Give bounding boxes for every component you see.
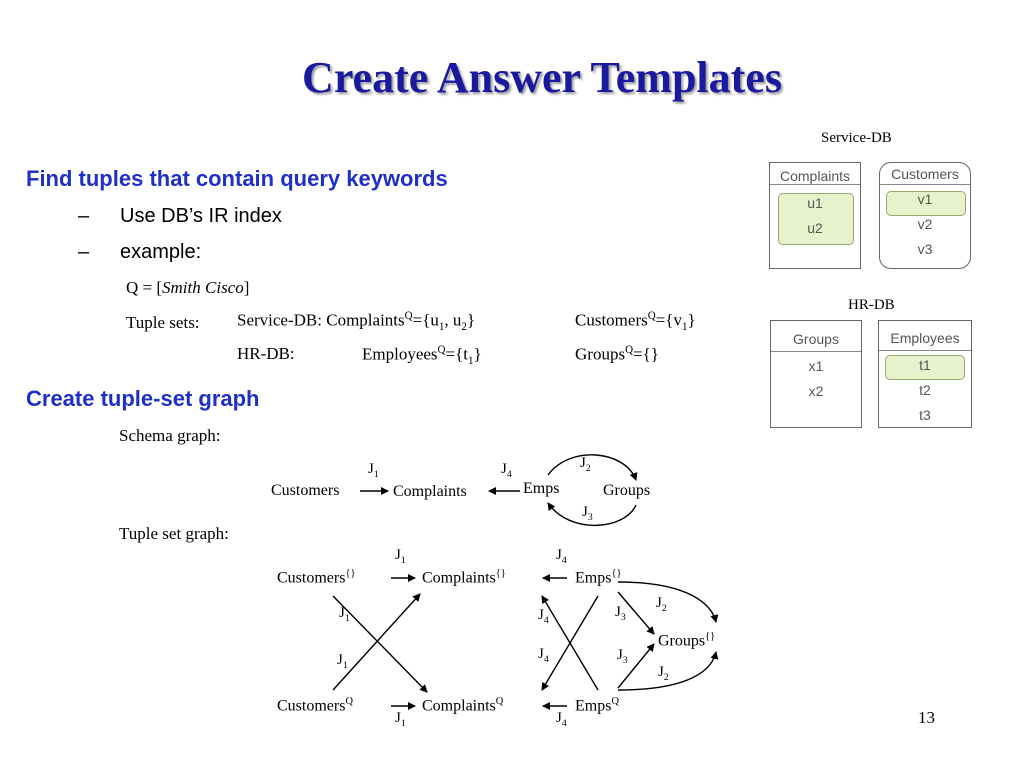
customers-match-highlight bbox=[886, 191, 966, 216]
bullet-dash-2: – bbox=[78, 241, 90, 263]
schema-graph-label: Schema graph: bbox=[119, 426, 221, 445]
ts-node-customers-q: CustomersQ bbox=[277, 696, 353, 715]
heading-find-tuples: Find tuples that contain query keywords bbox=[26, 166, 448, 191]
groups-row-x1: x1 bbox=[808, 358, 824, 374]
complaints-match-highlight bbox=[778, 193, 854, 245]
schema-label-j2: J2 bbox=[580, 455, 591, 474]
ts-edge-groups-j3-top bbox=[617, 591, 655, 635]
customers-table: Customers v1 v2 v3 bbox=[879, 162, 971, 269]
tuple-set-customers: CustomersQ={v1} bbox=[575, 310, 696, 334]
ts-edge-cross-1 bbox=[332, 595, 428, 693]
bullet-dash-1: – bbox=[78, 205, 90, 227]
employees-row-t1: t1 bbox=[919, 357, 931, 373]
tuple-set-graph-label: Tuple set graph: bbox=[119, 524, 229, 543]
customers-row-v1: v1 bbox=[917, 191, 933, 207]
schema-node-emps: Emps bbox=[523, 480, 560, 497]
bullet-example: example: bbox=[120, 241, 202, 263]
hr-db-label: HR-DB bbox=[848, 297, 895, 313]
ts-node-customers-empty: Customers{} bbox=[277, 568, 356, 587]
ts-node-complaints-empty: Complaints{} bbox=[422, 568, 506, 587]
customers-table-header: Customers bbox=[880, 163, 970, 185]
ts-label-j2-upper: J2 bbox=[656, 595, 667, 614]
ts-label-j4-top: J4 bbox=[556, 547, 567, 566]
customers-row-v3: v3 bbox=[917, 241, 933, 257]
heading-tuple-set-graph: Create tuple-set graph bbox=[26, 386, 260, 411]
tuple-set-groups: GroupsQ={} bbox=[575, 344, 659, 364]
schema-node-complaints: Complaints bbox=[393, 483, 467, 500]
ts-edge-cross-4 bbox=[541, 595, 599, 691]
schema-node-groups: Groups bbox=[603, 482, 651, 499]
ts-edge-groups-j3-bottom bbox=[617, 643, 655, 689]
tuple-set-service-db: Service-DB: ComplaintsQ={u1, u2} bbox=[237, 310, 476, 334]
complaints-table: Complaints u1 u2 bbox=[769, 162, 861, 269]
ts-node-emps-q: EmpsQ bbox=[575, 696, 619, 715]
tuple-sets-label: Tuple sets: bbox=[126, 313, 200, 332]
ts-label-j4-lower: J4 bbox=[538, 646, 549, 665]
employees-row-t2: t2 bbox=[919, 382, 931, 398]
schema-edge-j2 bbox=[547, 454, 638, 481]
ts-label-j3-lower: J3 bbox=[617, 647, 628, 666]
page-number: 13 bbox=[918, 708, 935, 727]
ts-node-groups-empty: Groups{} bbox=[658, 631, 716, 650]
ts-edge-cross-2 bbox=[332, 593, 421, 691]
ts-label-j4-upper: J4 bbox=[538, 607, 549, 626]
groups-table: Groups x1 x2 bbox=[770, 320, 862, 428]
complaints-table-header: Complaints bbox=[770, 163, 860, 185]
schema-edge-j3 bbox=[547, 502, 637, 527]
slide-title: Create Answer Templates bbox=[302, 53, 782, 102]
schema-node-customers: Customers bbox=[271, 482, 340, 499]
ts-label-j1-upper: J1 bbox=[339, 605, 350, 624]
schema-label-j1: J1 bbox=[368, 461, 379, 480]
ts-label-j1-top: J1 bbox=[395, 547, 406, 566]
employees-table: Employees t1 t2 t3 bbox=[878, 320, 972, 428]
tuple-set-hr-db-label: HR-DB: bbox=[237, 344, 295, 363]
ts-label-j1-lower: J1 bbox=[337, 652, 348, 671]
schema-label-j4: J4 bbox=[501, 461, 512, 480]
complaints-row-u2: u2 bbox=[807, 220, 823, 236]
complaints-row-u1: u1 bbox=[807, 195, 823, 211]
ts-label-j3-upper: J3 bbox=[615, 604, 626, 623]
tuple-set-employees: EmployeesQ={t1} bbox=[362, 344, 482, 368]
ts-label-j1-bottom: J1 bbox=[395, 710, 406, 729]
ts-label-j2-lower: J2 bbox=[658, 664, 669, 683]
service-db-label: Service-DB bbox=[821, 130, 892, 146]
employees-match-highlight bbox=[885, 355, 965, 380]
ts-edge-groups-j2-top bbox=[617, 581, 719, 623]
schema-label-j3: J3 bbox=[582, 504, 593, 523]
customers-row-v2: v2 bbox=[917, 216, 933, 232]
ts-node-emps-empty: Emps{} bbox=[575, 568, 622, 587]
bullet-ir-index: Use DB’s IR index bbox=[120, 205, 282, 227]
employees-table-header: Employees bbox=[879, 321, 971, 351]
groups-table-header: Groups bbox=[771, 321, 861, 352]
ts-node-complaints-q: ComplaintsQ bbox=[422, 696, 504, 715]
query-line: Q = [Smith Cisco] bbox=[126, 278, 250, 297]
groups-row-x2: x2 bbox=[808, 383, 824, 399]
ts-edge-groups-j2-bottom bbox=[617, 651, 719, 691]
ts-label-j4-bottom: J4 bbox=[556, 710, 567, 729]
employees-row-t3: t3 bbox=[919, 407, 931, 423]
